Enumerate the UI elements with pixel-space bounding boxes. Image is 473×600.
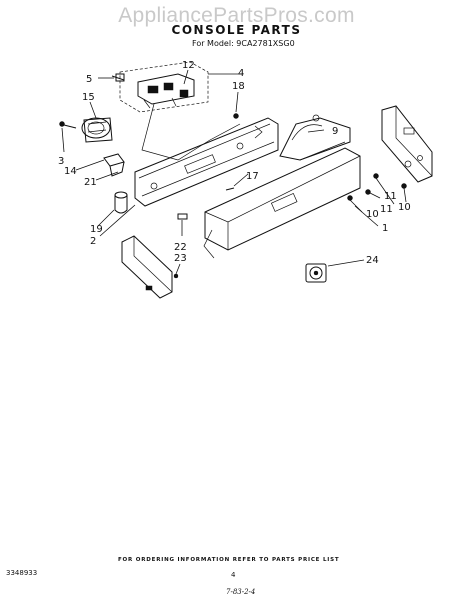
diagram-title: CONSOLE PARTS xyxy=(171,23,302,37)
screw-part-17 xyxy=(225,187,235,191)
knob-part-19 xyxy=(114,191,128,214)
leader-lines xyxy=(61,69,407,275)
upper-trim-part-9 xyxy=(279,114,351,161)
callout-17: 17 xyxy=(246,171,259,182)
timer-part-15 xyxy=(81,117,113,143)
callout-labels: 5 12 4 18 15 3 14 21 9 17 19 2 1 10 11 1… xyxy=(58,60,411,266)
screw-part-10-lower xyxy=(347,195,353,201)
knob-part-24 xyxy=(305,263,327,283)
callout-11b: 11 xyxy=(380,204,393,215)
callout-10b: 10 xyxy=(366,209,379,220)
ordering-note: FOR ORDERING INFORMATION REFER TO PARTS … xyxy=(118,557,340,563)
callout-21: 21 xyxy=(84,177,97,188)
console-panel-part-1 xyxy=(203,141,361,259)
callout-2: 2 xyxy=(90,236,96,247)
control-panel-part-2 xyxy=(134,117,279,207)
callout-18: 18 xyxy=(232,81,245,92)
model-line: For Model: 9CA2781XSG0 xyxy=(192,39,295,48)
screw-part-5 xyxy=(111,73,125,82)
switch-bracket-assembly xyxy=(119,61,209,113)
screw-part-11-upper xyxy=(373,173,379,179)
screw-part-23 xyxy=(173,273,179,279)
callout-9: 9 xyxy=(332,126,338,137)
screw-part-18 xyxy=(233,113,239,119)
callout-15: 15 xyxy=(82,92,95,103)
callout-19: 19 xyxy=(90,224,103,235)
callout-23: 23 xyxy=(174,253,187,264)
callout-1: 1 xyxy=(382,223,388,234)
callout-4: 4 xyxy=(238,68,244,79)
callout-14: 14 xyxy=(64,166,77,177)
left-end-cap xyxy=(121,235,173,299)
callout-22: 22 xyxy=(174,242,187,253)
clip-part-22 xyxy=(177,213,188,220)
page-number: 4 xyxy=(231,571,236,579)
callout-5: 5 xyxy=(86,74,92,85)
document-number: 3348933 xyxy=(6,569,38,577)
revision-code: 7-83-2-4 xyxy=(226,588,256,596)
screw-head-part-3 xyxy=(59,121,65,127)
callout-12: 12 xyxy=(182,60,195,71)
screw-part-10-right xyxy=(401,183,407,189)
wire-harness xyxy=(141,103,241,161)
callout-11a: 11 xyxy=(384,191,397,202)
callout-10a: 10 xyxy=(398,202,411,213)
clip-part-14-21 xyxy=(103,153,125,177)
site-watermark: AppliancePartsPros.com xyxy=(118,4,355,27)
right-end-cap xyxy=(381,105,433,183)
callout-24: 24 xyxy=(366,255,379,266)
callout-3: 3 xyxy=(58,156,64,167)
